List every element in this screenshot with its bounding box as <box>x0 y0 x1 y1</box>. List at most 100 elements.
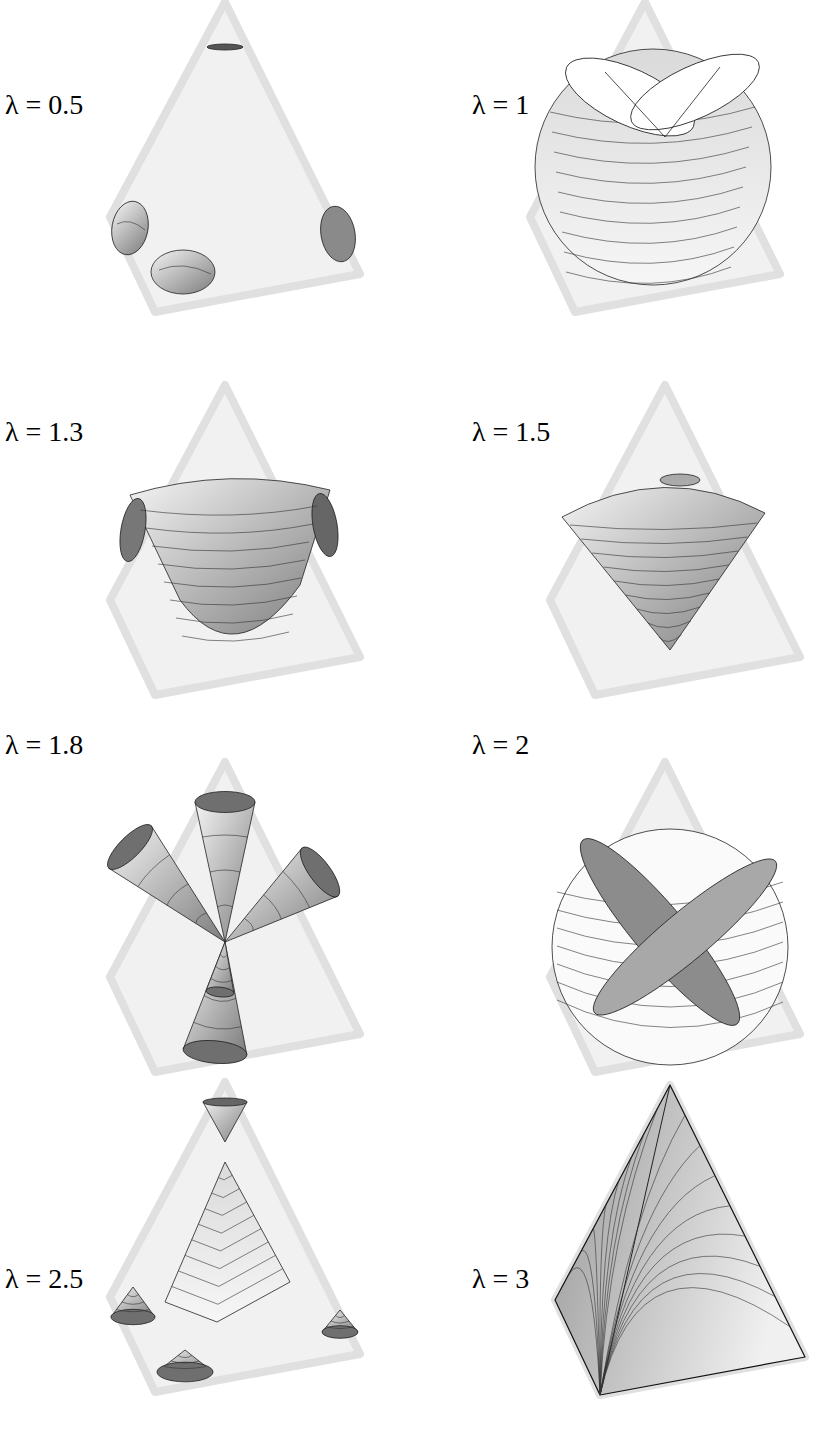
contour-line <box>128 1295 139 1297</box>
contour-line <box>600 1204 606 1395</box>
surface-patch <box>116 496 151 563</box>
contour-line <box>600 1109 657 1395</box>
surface-panel <box>550 385 800 695</box>
contour-line <box>146 524 313 533</box>
surface-panel <box>108 2 360 312</box>
contour-line <box>196 913 207 924</box>
contour-line <box>566 267 731 283</box>
filled-tetrahedron <box>555 1085 805 1395</box>
contour-line <box>556 167 746 183</box>
surface-panel <box>530 2 780 312</box>
contour-line <box>600 1288 790 1395</box>
surface-patch <box>151 250 215 294</box>
contour-line <box>170 596 297 605</box>
parameter-label: λ = 1.8 <box>5 728 83 762</box>
contour-line <box>172 1269 283 1305</box>
contour-line <box>176 614 293 623</box>
tetrahedron-hull <box>110 2 360 312</box>
contour-line <box>557 1000 783 1028</box>
surface-patch <box>195 792 255 813</box>
contour-line <box>600 1273 775 1395</box>
contour-line <box>327 1327 354 1329</box>
contour-line <box>600 1234 745 1395</box>
contour-line <box>152 542 309 551</box>
contour-line <box>581 537 747 544</box>
contour-line <box>220 954 227 957</box>
contour-line <box>659 635 682 642</box>
contour-line <box>560 207 740 223</box>
surface-patch <box>101 818 158 875</box>
tetrahedron-hull <box>110 1082 360 1392</box>
contour-line <box>210 870 240 872</box>
contour-line <box>558 187 743 203</box>
surface-patch <box>157 1362 213 1382</box>
parameter-label: λ = 2 <box>472 728 529 762</box>
tetrahedron-hull <box>110 385 360 695</box>
surface-patch <box>111 1309 155 1324</box>
contour-line <box>211 978 232 982</box>
surface-patch <box>203 1099 247 1142</box>
contour-line <box>178 1356 192 1358</box>
contour-line <box>603 565 728 572</box>
contour-line <box>198 1215 254 1233</box>
contour-line <box>117 222 145 230</box>
contour-line <box>600 1206 730 1395</box>
contour-line <box>212 1189 240 1198</box>
parameter-label: λ = 3 <box>472 1262 529 1296</box>
surface-patch <box>207 44 243 50</box>
surface-patch <box>165 1162 290 1322</box>
surface-patch <box>316 203 359 264</box>
contour-line <box>600 1181 619 1395</box>
contour-line <box>581 1251 600 1395</box>
contour-line <box>167 884 188 905</box>
contour-line <box>178 1255 275 1286</box>
parameter-label: λ = 2.5 <box>5 1262 83 1296</box>
contour-line <box>570 523 757 530</box>
contour-line <box>218 1175 232 1179</box>
contour-line <box>205 1202 247 1215</box>
surface-patch <box>579 843 791 1031</box>
surface-patch <box>562 487 765 650</box>
tetrahedron-hull <box>550 385 800 695</box>
surface-patch <box>206 942 234 993</box>
surface-panel <box>110 385 360 695</box>
contour-line <box>568 1268 600 1395</box>
contour-line <box>283 871 310 907</box>
contour-line <box>140 506 317 515</box>
parameter-label: λ = 1.5 <box>472 415 550 449</box>
contour-line <box>164 1367 206 1369</box>
contour-line <box>554 147 749 163</box>
surface-patch <box>130 479 330 634</box>
contour-line <box>158 560 305 569</box>
surface-patch <box>203 1098 247 1106</box>
open-cut <box>605 67 720 137</box>
tetrahedron-hull <box>555 1085 805 1395</box>
contour-line <box>600 1157 632 1395</box>
surface-panel <box>101 762 360 1072</box>
surface-patch <box>621 39 770 145</box>
contour-line <box>117 1310 150 1312</box>
contour-line <box>192 1229 261 1251</box>
contour-line <box>122 1302 144 1304</box>
tetrahedron-hull <box>550 762 800 1072</box>
contour-line <box>159 266 211 274</box>
contour-line <box>557 982 783 1007</box>
contour-line <box>171 1361 199 1363</box>
contour-line <box>564 247 734 263</box>
contour-line <box>562 227 737 243</box>
contour-line <box>164 578 301 587</box>
parameter-label: λ = 0.5 <box>5 88 83 122</box>
contour-line <box>216 966 230 969</box>
contour-line <box>336 1316 345 1318</box>
contour-line <box>626 593 710 600</box>
contour-line <box>194 1022 242 1029</box>
parameter-label: λ = 1.3 <box>5 415 83 449</box>
contour-line <box>264 895 282 919</box>
contour-line <box>648 621 691 628</box>
contour-line <box>182 632 289 641</box>
surface-patch <box>182 1038 248 1066</box>
surface-patch <box>322 1326 358 1339</box>
contour-line <box>185 1242 268 1269</box>
contour-line <box>244 918 253 930</box>
